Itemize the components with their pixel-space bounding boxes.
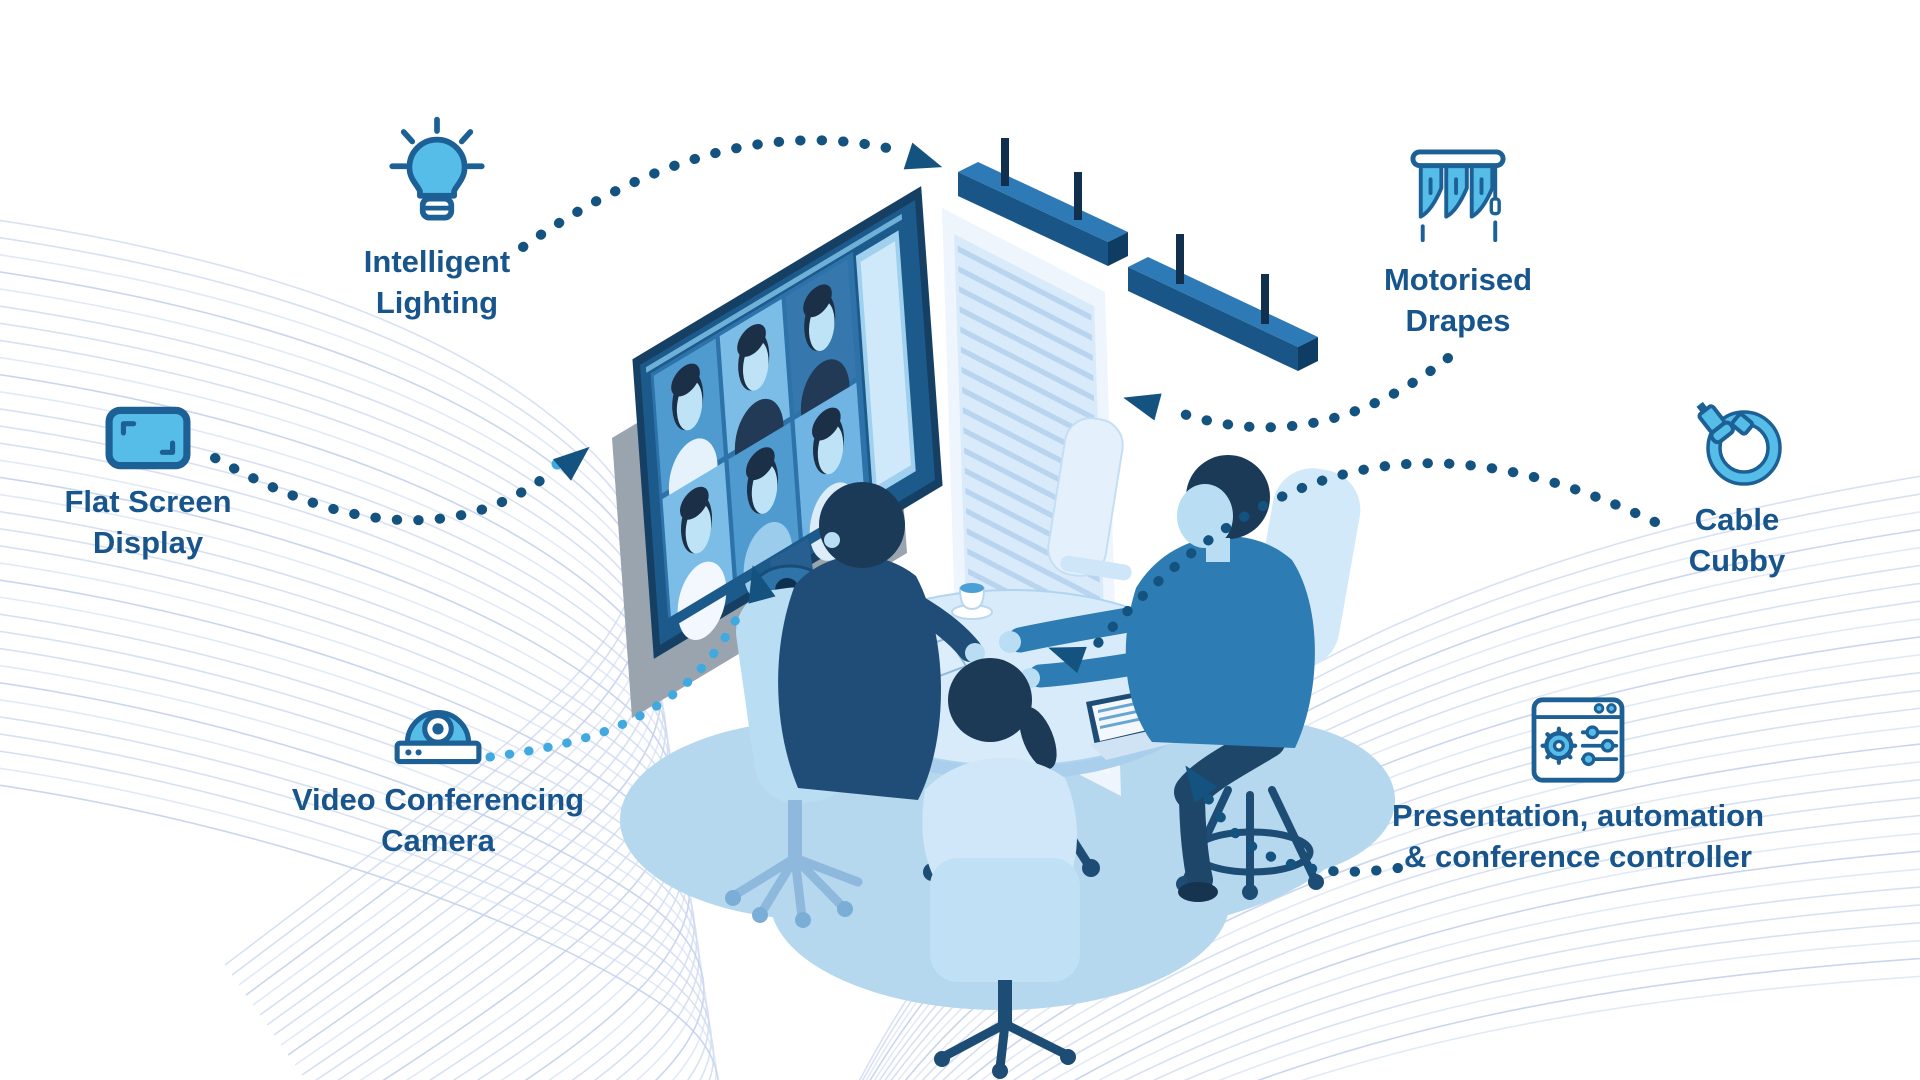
drapes-icon [1410, 149, 1506, 243]
connector-motorised-drapes [1167, 353, 1453, 433]
video-camera-icon [394, 710, 482, 765]
callout-label: Intelligent Lighting [363, 244, 511, 320]
arrowhead [1123, 393, 1162, 421]
callout-label: Video Conferencing Camera [291, 782, 585, 858]
flat-screen-icon [105, 406, 191, 470]
arrowhead [903, 142, 943, 170]
callout-label: Cable Cubby [1688, 502, 1786, 578]
callout-label: Presentation, automation & conference co… [1391, 798, 1765, 874]
connector-cable-cubby [1087, 458, 1660, 655]
person [999, 455, 1324, 902]
tv-screen [632, 186, 943, 659]
callout-presentation-controller: Presentation, automation & conference co… [1388, 696, 1768, 878]
ceiling-light-bar [1128, 234, 1318, 371]
office-chair [1047, 417, 1132, 581]
callout-video-conferencing-camera: Video Conferencing Camera [262, 700, 614, 862]
connector-controller [1203, 793, 1403, 877]
callout-label: Motorised Drapes [1383, 262, 1533, 338]
video-tile [662, 461, 733, 641]
lightbulb-icon [389, 116, 485, 221]
connector-camera [485, 603, 747, 762]
connector-flat-screen [210, 453, 557, 526]
callout-cable-cubby: Cable Cubby [1584, 396, 1890, 582]
coffee-cup [951, 583, 993, 620]
ceiling-light-bar [958, 138, 1128, 266]
callout-flat-screen-display: Flat Screen Display [0, 406, 296, 564]
callout-motorised-drapes: Motorised Drapes [1298, 144, 1618, 342]
callout-intelligent-lighting: Intelligent Lighting [277, 112, 597, 324]
arrowhead [553, 446, 590, 481]
connector-intelligent-lighting [518, 135, 901, 252]
arrowhead [1048, 646, 1087, 674]
cable-icon [1696, 401, 1782, 486]
arrowhead [1185, 765, 1218, 804]
person [725, 482, 985, 928]
callout-label: Flat Screen Display [64, 484, 232, 560]
controller-icon [1531, 697, 1625, 783]
person [922, 658, 1080, 1079]
background-waves-left [0, 219, 719, 1080]
arrowhead [748, 565, 776, 604]
